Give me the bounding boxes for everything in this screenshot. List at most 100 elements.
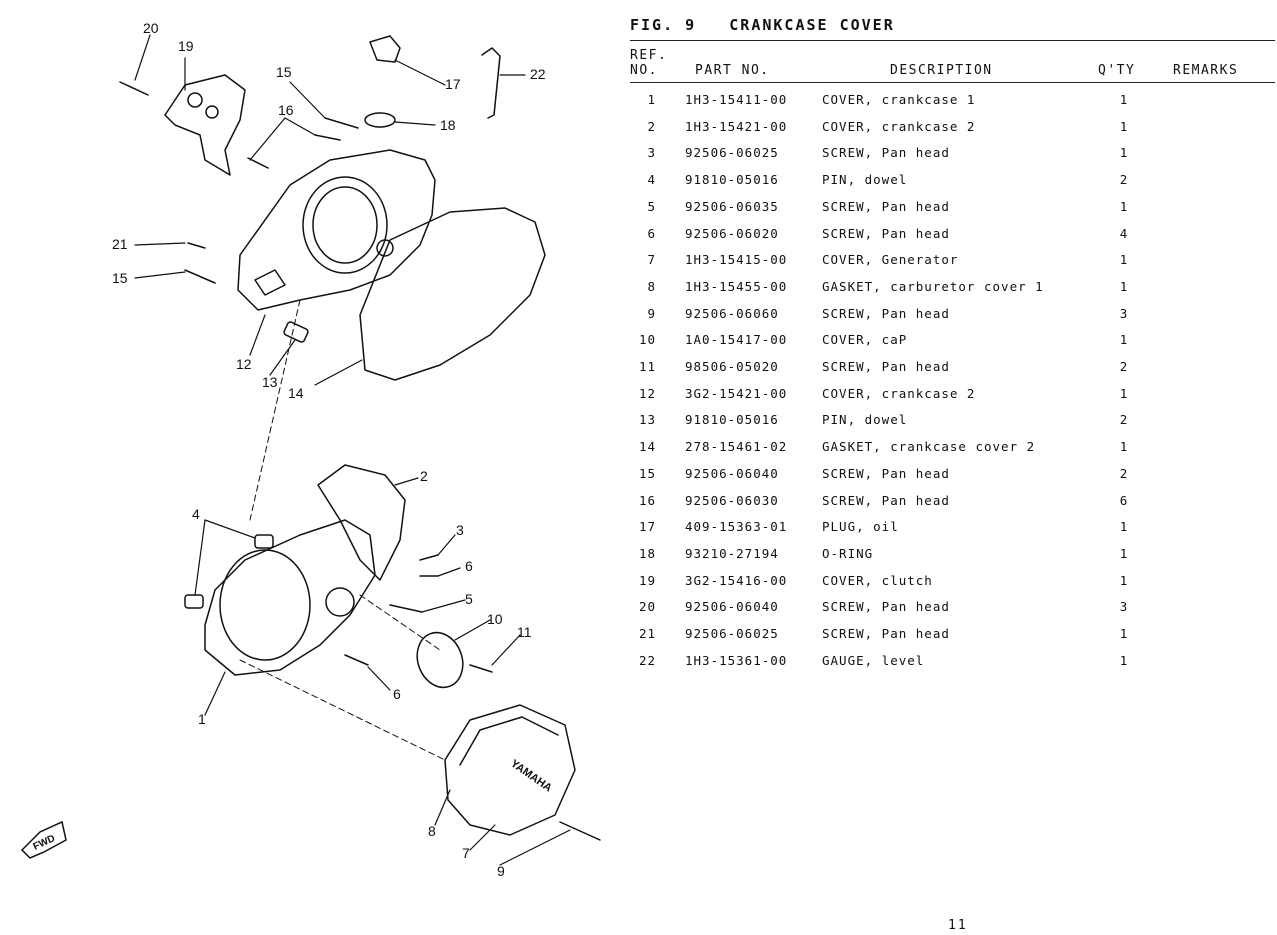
quantity: 3 [1119, 599, 1129, 615]
ref-no: 8 [647, 278, 656, 294]
header-description: DESCRIPTION [890, 63, 993, 78]
screw-15b [184, 269, 216, 284]
part-no: 409-15363-01 [685, 519, 788, 535]
callout-11: 11 [517, 624, 532, 640]
quantity: 1 [1119, 252, 1129, 268]
oil-plug-17 [369, 35, 401, 63]
screw-16b [247, 157, 269, 169]
o-ring-18 [364, 112, 396, 128]
exploded-parts-diagram: YAMAHA FWD 20 19 15 16 17 22 18 21 15 12… [0, 0, 620, 935]
callout-14: 14 [288, 385, 304, 401]
quantity: 1 [1119, 626, 1129, 641]
ref-no: 4 [647, 172, 656, 188]
description: GASKET, carburetor cover 1 [822, 278, 1044, 294]
fwd-arrow-icon: FWD [20, 820, 67, 859]
header-bottom-rule [630, 82, 1275, 83]
callout-10: 10 [487, 611, 503, 627]
description: COVER, Generator [822, 252, 959, 268]
figure-name: CRANKCASE COVER [729, 16, 895, 34]
ref-no: 12 [638, 385, 656, 401]
ref-no: 19 [638, 572, 656, 588]
ref-no: 1 [647, 92, 656, 107]
diagram-drawing: YAMAHA FWD [20, 34, 601, 866]
cover-opening [302, 176, 388, 274]
callout-16: 16 [278, 102, 294, 118]
dowel-13 [283, 321, 309, 343]
quantity: 1 [1119, 545, 1129, 561]
ref-no: 10 [638, 332, 656, 348]
part-no: 91810-05016 [685, 172, 779, 188]
quantity: 1 [1119, 278, 1129, 294]
part-no: 278-15461-02 [685, 439, 788, 455]
header-top-rule [630, 40, 1275, 41]
dowel-4a [254, 534, 274, 549]
part-no: 92506-06040 [685, 599, 779, 615]
part-no: 92506-06025 [685, 145, 779, 161]
page-number: 11 [948, 918, 968, 933]
screw-6b [344, 654, 369, 666]
quantity: 1 [1119, 439, 1129, 455]
description: O-RING [822, 545, 874, 561]
screw-11 [469, 664, 493, 673]
header-ref-line1: REF. [630, 48, 668, 63]
quantity: 4 [1119, 225, 1129, 241]
bracket-2 [317, 464, 406, 581]
quantity: 1 [1119, 385, 1129, 401]
ref-no: 22 [638, 652, 656, 668]
clutch-cover-19 [164, 74, 246, 176]
description: COVER, crankcase 2 [822, 385, 976, 401]
callout-18: 18 [440, 117, 456, 133]
ref-no: 17 [638, 519, 656, 535]
quantity: 3 [1119, 305, 1129, 321]
callout-9: 9 [497, 863, 505, 879]
callout-1: 1 [198, 711, 206, 727]
generator-cover-7 [444, 704, 576, 836]
screw-5 [389, 604, 423, 613]
callout-4: 4 [192, 506, 200, 522]
ref-no: 3 [647, 145, 656, 161]
part-no: 91810-05016 [685, 412, 779, 428]
ref-no: 21 [638, 626, 656, 641]
part-no: 1H3-15411-00 [685, 92, 788, 107]
description: SCREW, Pan head [822, 359, 950, 374]
callout-2: 2 [420, 468, 428, 484]
ref-no: 14 [638, 439, 656, 455]
part-no: 98506-05020 [685, 359, 779, 374]
quantity: 6 [1119, 492, 1129, 508]
quantity: 1 [1119, 519, 1129, 535]
callout-22: 22 [530, 66, 546, 82]
description: SCREW, Pan head [822, 198, 950, 214]
figure-title: FIG. 9 CRANKCASE COVER [630, 16, 895, 34]
quantity: 1 [1119, 332, 1129, 348]
part-no: 3G2-15416-00 [685, 572, 788, 588]
callout-3: 3 [456, 522, 464, 538]
ref-no: 13 [638, 412, 656, 428]
ref-no: 5 [647, 198, 656, 214]
part-no: 92506-06060 [685, 305, 779, 321]
part-no: 92506-06040 [685, 465, 779, 481]
screw-3 [419, 554, 439, 561]
callout-19: 19 [178, 38, 194, 54]
quantity: 1 [1119, 145, 1129, 161]
part-no: 93210-27194 [685, 545, 779, 561]
quantity: 1 [1119, 572, 1129, 588]
ref-no: 11 [638, 359, 656, 374]
callout-7: 7 [462, 845, 470, 861]
level-gauge-22 [481, 47, 501, 119]
callout-5: 5 [465, 591, 473, 607]
gasket-14 [359, 207, 546, 381]
quantity: 2 [1119, 172, 1129, 188]
quantity: 1 [1119, 118, 1129, 134]
figure-label: FIG. 9 [630, 16, 697, 34]
